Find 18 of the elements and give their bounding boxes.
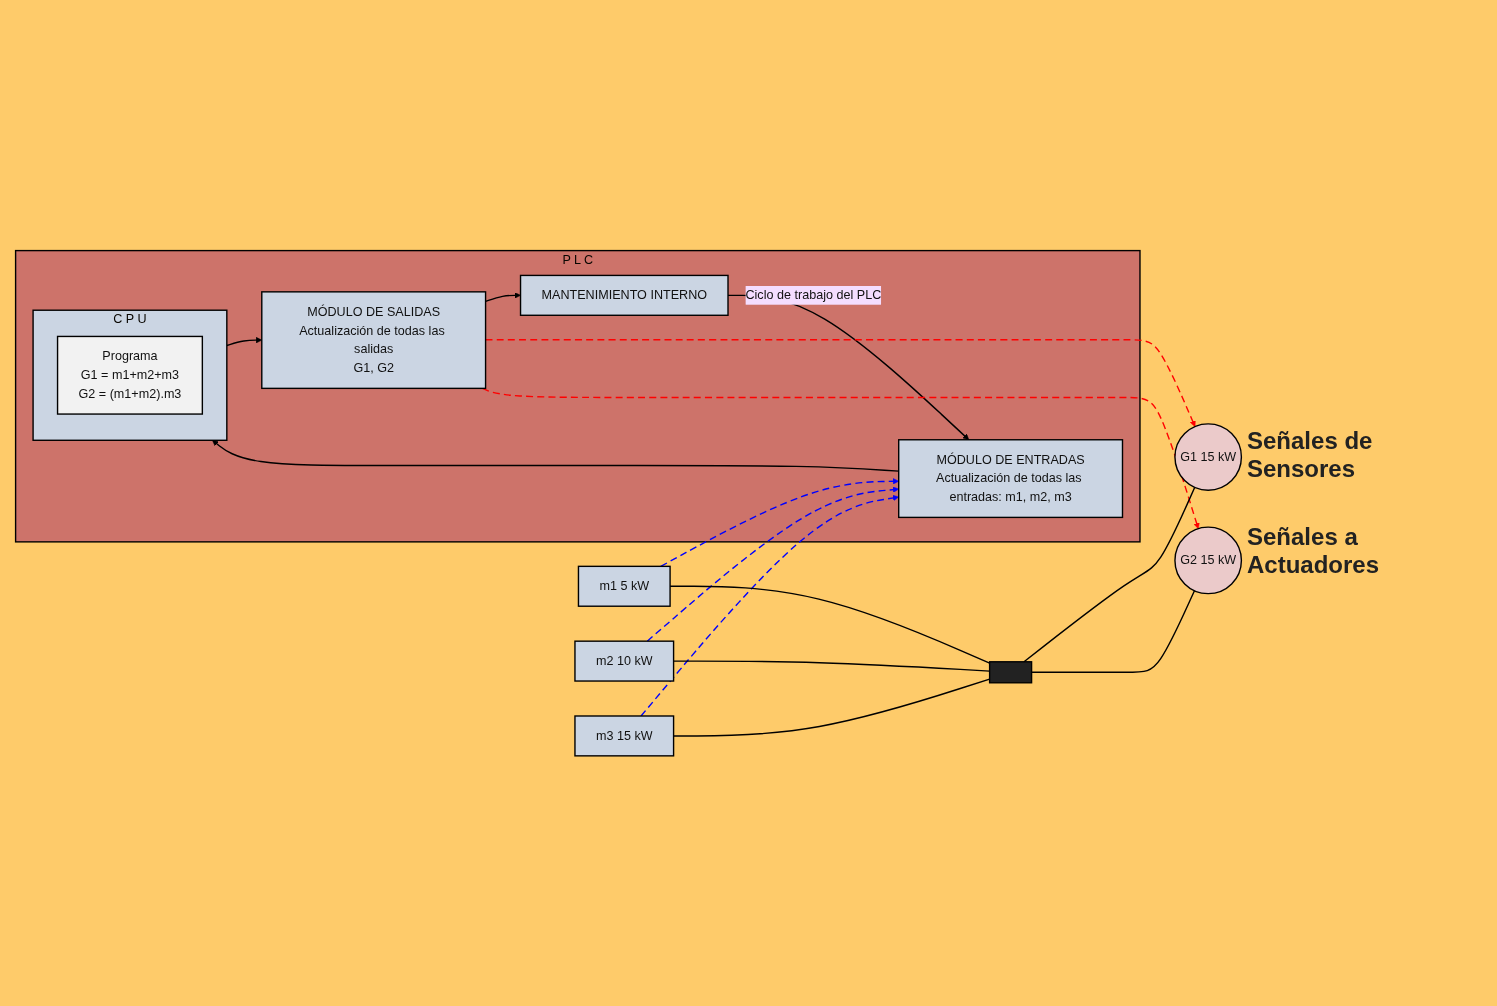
node-box: m3 15 kW — [574, 715, 675, 757]
connector — [1023, 486, 1196, 663]
node-box: MÓDULO DE ENTRADAS Actualización de todas las entradas: m1, m2, m3 — [898, 438, 1124, 518]
node-circle: G2 15 kW — [1174, 526, 1243, 595]
edge-label: Ciclo de trabajo del PLC — [745, 287, 882, 302]
arrow — [646, 486, 899, 642]
node-box: Programa G1 = m1+m2+m3 G2 = (m1+m2).m3 — [56, 335, 204, 415]
arrow — [660, 478, 899, 567]
node-box: MÓDULO DE SALIDAS Actualización de todas las salidas G1, G2 — [261, 290, 487, 389]
node-box: m2 10 kW — [574, 640, 675, 682]
node-box: MANTENIMIENTO INTERNO — [519, 274, 729, 316]
arrow — [640, 494, 899, 717]
node-bar — [988, 660, 1033, 684]
signal-caption: Señales de Sensores — [1247, 427, 1374, 483]
arrow — [481, 387, 1200, 529]
node-box: m1 5 kW — [577, 565, 671, 607]
node-circle: G1 15 kW — [1174, 422, 1243, 491]
signal-caption: Señales a Actuadores — [1247, 523, 1381, 579]
